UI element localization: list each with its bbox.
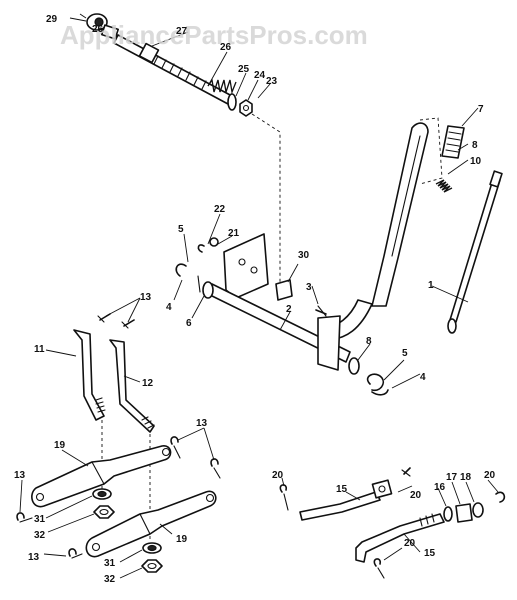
callout-20-b: 20 [410, 490, 422, 501]
callout-31-lower: 31 [104, 558, 116, 569]
mounting-bracket [223, 233, 269, 299]
arm-19-lower [85, 490, 217, 558]
clip-5-left [175, 263, 187, 277]
callout-32-lower: 32 [104, 574, 116, 585]
arm-19-upper [31, 445, 172, 508]
pin-20-a [279, 484, 287, 493]
rod-15-lower [355, 513, 445, 563]
callout-labels: 29 26 27 26 25 24 23 7 8 10 22 21 5 30 1… [14, 14, 496, 585]
clip-5-right [366, 373, 385, 392]
washer-21 [209, 237, 219, 247]
callout-30: 30 [298, 250, 310, 261]
callout-13-right: 13 [196, 418, 208, 429]
pin-20-d [373, 558, 381, 567]
callout-2: 2 [286, 304, 292, 315]
nut-32-lower [141, 559, 163, 573]
handle-pivot [317, 315, 341, 371]
callout-12: 12 [142, 378, 154, 389]
callout-21: 21 [228, 228, 240, 239]
callout-22: 22 [214, 204, 226, 215]
callout-18: 18 [460, 472, 472, 483]
callout-10: 10 [470, 156, 482, 167]
nut-23 [239, 99, 253, 117]
nut-18 [472, 502, 484, 518]
bushing-31-upper [92, 488, 112, 500]
lift-rod-1 [431, 170, 503, 334]
callout-4-left: 4 [166, 302, 172, 313]
adjustment-rod-assembly [69, 13, 281, 286]
callout-15-upper: 15 [336, 484, 348, 495]
callout-3: 3 [306, 282, 312, 293]
clip-22 [197, 244, 205, 253]
lift-shaft-assembly [173, 213, 421, 396]
callout-5-left: 5 [178, 224, 184, 235]
pin-13-c [16, 512, 25, 521]
callout-6: 6 [186, 318, 192, 329]
spring-25 [207, 78, 237, 95]
callout-23: 23 [266, 76, 278, 87]
bushing-6 [202, 281, 214, 299]
callout-25: 25 [238, 64, 250, 75]
callout-1: 1 [428, 280, 434, 291]
deck-rods [279, 467, 506, 579]
callout-13-left: 13 [14, 470, 26, 481]
link-12 [109, 339, 155, 433]
callout-11: 11 [34, 344, 45, 355]
callout-32-upper: 32 [34, 530, 46, 541]
bushing-8 [348, 357, 360, 375]
link-11 [73, 329, 106, 421]
pin-20-c [495, 491, 506, 503]
callout-27: 27 [176, 26, 188, 37]
watermark: AppliancePartsPros.com [60, 20, 368, 50]
callout-19-upper: 19 [54, 440, 66, 451]
knob-29 [86, 13, 108, 31]
callout-7: 7 [478, 104, 484, 115]
callout-8-top: 8 [472, 140, 478, 151]
callout-5-right: 5 [402, 348, 408, 359]
callout-13-lower: 13 [28, 552, 40, 563]
pin-20-b [403, 467, 411, 475]
callout-4-right: 4 [420, 372, 426, 383]
lift-links [45, 297, 155, 540]
callout-24: 24 [254, 70, 266, 81]
spring-10 [435, 179, 453, 193]
callout-8: 8 [366, 336, 372, 347]
callout-29: 29 [46, 14, 58, 25]
washer-24 [227, 93, 237, 111]
rod-15-upper [299, 479, 393, 521]
nut-32-upper [93, 505, 115, 519]
callout-15-lower: 15 [424, 548, 436, 559]
callout-20-d: 20 [404, 538, 416, 549]
callout-26: 26 [220, 42, 232, 53]
callout-20-a: 20 [272, 470, 284, 481]
callout-19-lower: 19 [176, 534, 188, 545]
pin-13-b [170, 436, 179, 445]
washer-16 [443, 506, 453, 522]
callout-16: 16 [434, 482, 446, 493]
callout-17: 17 [446, 472, 458, 483]
lift-arms [16, 427, 221, 579]
pin-4-right [371, 389, 389, 396]
spacer-26 [100, 24, 120, 40]
callout-31-upper: 31 [34, 514, 46, 525]
callout-26-top: 26 [92, 24, 104, 35]
block-30 [275, 279, 293, 301]
grip-7 [441, 125, 465, 159]
callout-20-c: 20 [484, 470, 496, 481]
pin-13-d [68, 548, 77, 557]
bushing-31-lower [142, 542, 162, 554]
block-17 [455, 503, 473, 523]
callout-13-upper: 13 [140, 292, 152, 303]
